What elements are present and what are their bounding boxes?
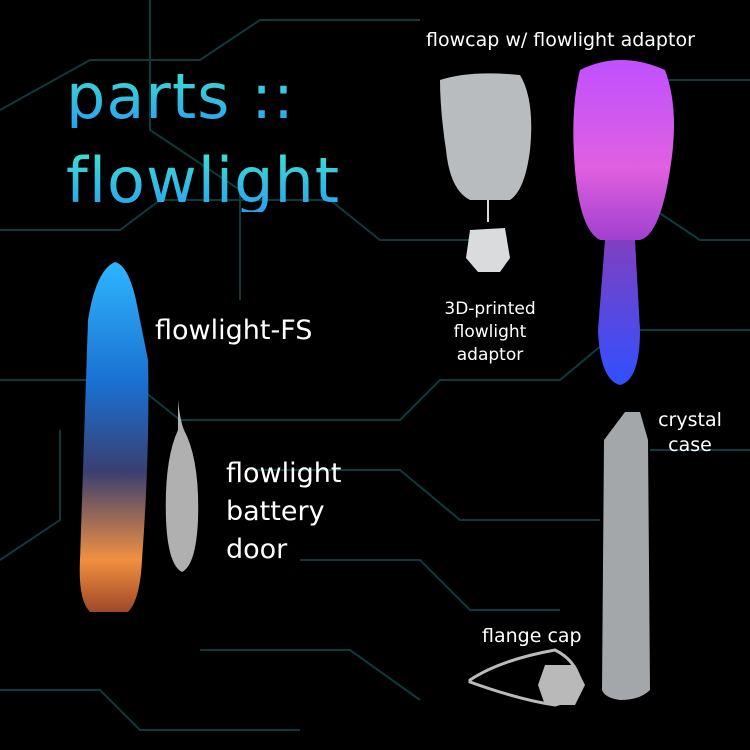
label-battery-door: flowlight battery door [226, 455, 341, 569]
label-battery-door-line: flowlight [226, 458, 342, 489]
label-crystal-case-line: case [668, 434, 712, 456]
flowcap-clear-photo [440, 73, 532, 200]
label-battery-door-line: battery [226, 496, 325, 527]
label-crystal-case-line: crystal [658, 409, 722, 431]
label-adaptor-line: adaptor [456, 345, 524, 365]
title-line-2: flowlight [66, 144, 341, 217]
label-flange-cap: flange cap [482, 625, 582, 647]
battery-door-photo [165, 400, 199, 572]
label-battery-door-line: door [226, 534, 288, 565]
flowlight-fs-photo [79, 262, 149, 612]
label-adaptor-line: flowlight [453, 322, 527, 342]
flowcap-lit-photo [573, 60, 674, 240]
label-adaptor-line: 3D-printed [444, 299, 536, 319]
label-flowlight-fs: flowlight-FS [155, 315, 313, 346]
label-adaptor: 3D-printed flowlight adaptor [440, 298, 540, 367]
label-flowcap: flowcap w/ flowlight adaptor [426, 29, 695, 51]
title-line-1: parts :: [66, 60, 295, 133]
adaptor-photo [466, 228, 510, 272]
crystal-case-photo [602, 412, 650, 700]
label-crystal-case: crystal case [655, 408, 725, 458]
